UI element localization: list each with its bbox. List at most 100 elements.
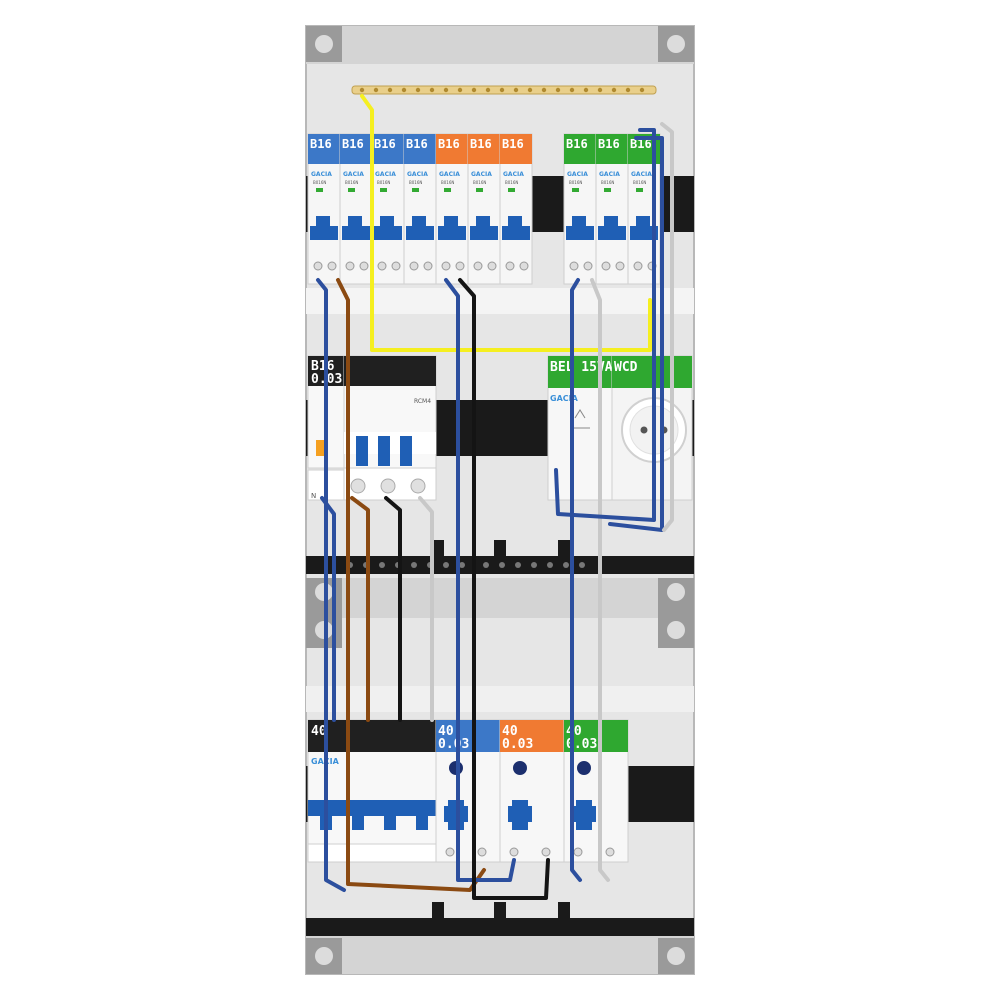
rcd-test-button[interactable]: [577, 761, 591, 775]
rcd-label-line2: 0.03: [438, 737, 469, 752]
mcb-brand: GACIA: [631, 171, 652, 178]
wire-yellow-earth: [360, 94, 652, 352]
mcb-model: B016N: [441, 180, 454, 185]
wire-blue-5: [608, 136, 664, 532]
mcb-terminal-screw: [441, 261, 451, 271]
mcb-rating-label: B16: [342, 137, 364, 151]
mcb-rating-label: B16: [502, 137, 524, 151]
mcb-cap: [436, 134, 468, 164]
mcb-terminal-screw: [487, 261, 497, 271]
mcb-cap: [500, 134, 532, 164]
mcb-terminal-screw: [615, 261, 625, 271]
wire-blue-6: [320, 496, 336, 722]
socket-label: WCD: [614, 360, 638, 375]
mcb-model: B016N: [345, 180, 358, 185]
neutral-terminal-bar: [306, 540, 694, 574]
rcm4-label: RCM4: [414, 398, 431, 405]
mcb-cap: [372, 134, 404, 164]
mcb-rating-label: B16: [598, 137, 620, 151]
mcb-brand: GACIA: [439, 171, 460, 178]
mcb-terminal-screw: [345, 261, 355, 271]
main-switch-handle-bar[interactable]: [308, 800, 436, 816]
mcb-cap: [596, 134, 628, 164]
mcb-cap: [308, 134, 340, 164]
mcb-model: B016N: [633, 180, 646, 185]
mcb-terminal-screw: [601, 261, 611, 271]
mcb-model: B016N: [409, 180, 422, 185]
main-switch-module[interactable]: 40 GACIA: [307, 719, 437, 863]
mcb-terminal-screw: [391, 261, 401, 271]
main-switch-label: 40: [311, 724, 327, 739]
rcm4-handle-3[interactable]: [400, 436, 412, 466]
rcbo-label-line1: B16: [311, 359, 335, 374]
mcb-rating-label: B16: [438, 137, 460, 151]
mcb-cap: [468, 134, 500, 164]
mcb-brand: GACIA: [567, 171, 588, 178]
wire-black-2: [384, 496, 402, 722]
bottom-cover-strip: [306, 936, 694, 974]
rcd-test-button[interactable]: [513, 761, 527, 775]
wiring: [316, 94, 674, 900]
mcb-rating-label: B16: [566, 137, 588, 151]
mcb-terminal-screw: [505, 261, 515, 271]
mcb-terminal-screw: [359, 261, 369, 271]
mcb-cap: [404, 134, 436, 164]
rcd-label-line2: 0.03: [502, 737, 533, 752]
rcbo-test-button[interactable]: [316, 440, 326, 456]
mcb-model: B016N: [377, 180, 390, 185]
earth-busbar: [351, 85, 657, 95]
mcb-terminal-screw: [569, 261, 579, 271]
rcd-2[interactable]: 400.03: [499, 719, 565, 863]
mcb-terminal-screw: [409, 261, 419, 271]
mcb-terminal-screw: [313, 261, 323, 271]
rcd-1[interactable]: 400.03: [435, 719, 501, 863]
wire-black-1: [458, 278, 550, 900]
earth-terminal-bar-bottom: [306, 902, 694, 936]
wire-blue-3: [570, 278, 582, 882]
mcb-brand: GACIA: [407, 171, 428, 178]
mcb-rating-label: B16: [310, 137, 332, 151]
comb-busbar-bottom: [306, 686, 694, 712]
mcb-brand: GACIA: [503, 171, 524, 178]
bell-transformer-label: BEL 15VA: [550, 360, 613, 375]
wire-grey-2: [660, 122, 674, 532]
rcm4-handle-2[interactable]: [378, 436, 390, 466]
mcb-model: B016N: [569, 180, 582, 185]
mcb-terminal-screw: [423, 261, 433, 271]
mid-cover-strip: [306, 578, 694, 618]
top-cover-strip: [306, 26, 694, 64]
bell-brand-label: GACIA: [550, 394, 579, 403]
mcb-cap: [340, 134, 372, 164]
neutral-mark: N: [311, 492, 316, 500]
mcb-model: B016N: [313, 180, 326, 185]
socket-pin-left: [640, 426, 648, 434]
mcb-terminal-screw: [455, 261, 465, 271]
wire-grey-1: [590, 278, 610, 882]
mcb-brand: GACIA: [343, 171, 364, 178]
wire-grey-3: [418, 496, 434, 722]
mcb-brand: GACIA: [599, 171, 620, 178]
mcb-model: B016N: [505, 180, 518, 185]
mcb-rating-label: B16: [406, 137, 428, 151]
mcb-brand: GACIA: [471, 171, 492, 178]
mcb-brand: GACIA: [375, 171, 396, 178]
comb-busbar-top: [306, 288, 694, 314]
rcm4-handle-1[interactable]: [356, 436, 368, 466]
mcb-model: B016N: [473, 180, 486, 185]
rcm4-module[interactable]: RCM4: [343, 355, 437, 501]
mcb-rating-label: B16: [470, 137, 492, 151]
mcb-terminal-screw: [473, 261, 483, 271]
mcb-terminal-screw: [583, 261, 593, 271]
